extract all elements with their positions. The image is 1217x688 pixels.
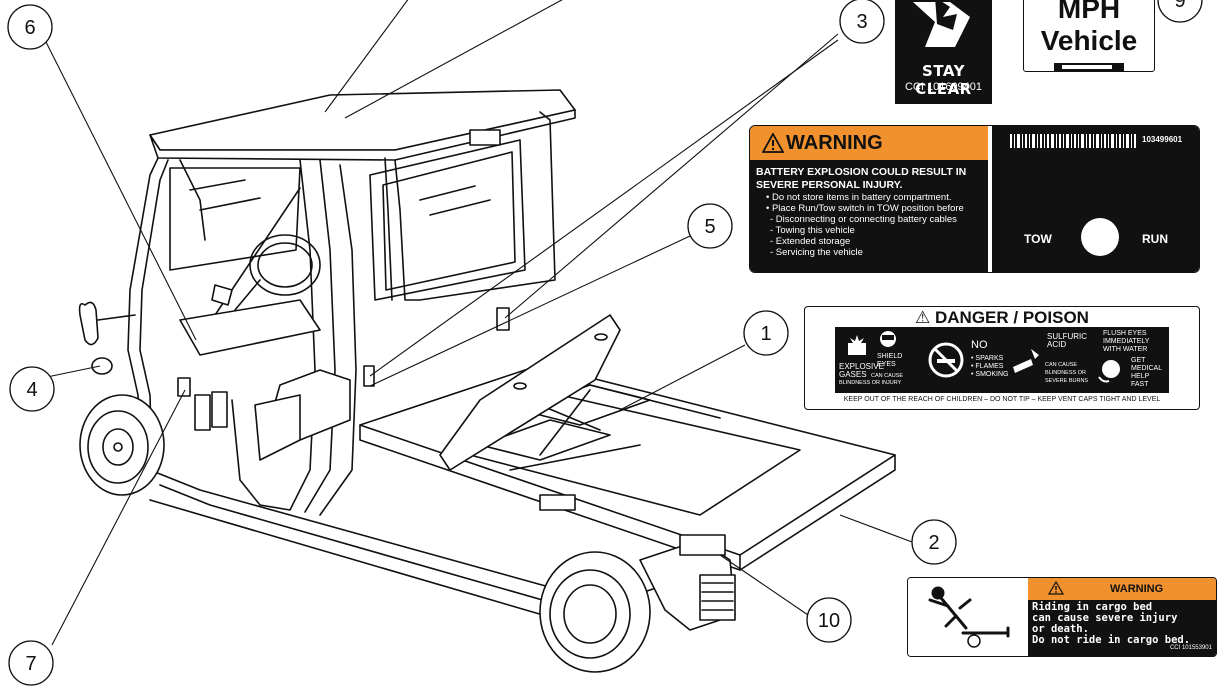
gases-blind-text: BLINDNESS OR INJURY [839,380,902,386]
steering-wheel [179,234,321,356]
stay-clear-text: STAY CLEAR [915,62,972,98]
warning-triangle-icon [1048,581,1064,595]
callout-7: 7 [25,653,36,675]
acid-cause-text: CAN CAUSE [1045,362,1078,368]
battery-divider [988,126,992,272]
flush-text-2: IMMEDIATELY [1103,338,1150,345]
decal-battery-warning: WARNING BATTERY EXPLOSION COULD RESULT I… [749,125,1200,273]
tow-run-panel: 103499601 TOW RUN [992,126,1199,272]
acid-icon [1013,349,1039,373]
riding-warning-header: WARNING [1028,578,1216,600]
acid-blind-text: BLINDNESS OR [1045,370,1086,376]
sulfuric-text: SULFURIC [1047,332,1088,341]
falling-rider-icon [908,578,1028,656]
callout-1: 1 [760,323,771,345]
battery-warning-panel: WARNING BATTERY EXPLOSION COULD RESULT I… [750,126,988,272]
get-text: GET [1131,357,1146,364]
cab-roof [149,89,576,161]
riding-warning-word: WARNING [1110,583,1164,595]
gases-cause-text: CAN CAUSE [871,373,904,379]
riding-code: CCI 101553901 [1169,645,1212,651]
decal-mph-vehicle: MPH Vehicle [1023,0,1155,72]
battery-subitem: - Extended storage [770,236,851,247]
callout-6: 6 [24,17,35,39]
fast-text: FAST [1131,381,1149,388]
callout-4: 4 [26,379,37,401]
eye-wash-icon [1098,360,1120,383]
flames-text: • FLAMES [971,363,1004,370]
tow-label: TOW [1024,232,1052,246]
help-text: HELP [1131,373,1150,380]
barcode-icon [1010,134,1136,148]
explosion-icon [848,335,866,355]
shield-eyes-text: SHIELD EYES [877,353,903,368]
chassis [149,469,736,631]
explosive-text: EXPLOSIVE [839,362,884,371]
acid-burns-text: SEVERE BURNS [1045,378,1089,384]
sparks-text: • SPARKS [971,355,1004,362]
mph-bar-inner [1062,65,1112,69]
battery-title-1: BATTERY EXPLOSION COULD RESULT IN [756,166,967,178]
no-smoking-icon [928,342,964,378]
callout-5: 5 [704,216,715,238]
mph-text: MPH [1057,0,1121,24]
decal-danger-poison: ⚠ DANGER / POISON SHIELD EYES EXPLOSIVE … [804,306,1200,410]
rear-wheel [539,551,651,673]
battery-item: • Place Run/Tow switch in TOW position b… [766,203,964,214]
battery-subitem: - Servicing the vehicle [770,247,863,258]
callout-3: 3 [856,11,867,33]
danger-header: ⚠ DANGER / POISON [915,308,1089,327]
battery-lid [439,314,621,471]
decal-stay-clear: STAY CLEAR CCI 101609401 [895,0,992,104]
smoking-text: • SMOKING [971,371,1009,378]
callout-10: 10 [818,610,840,632]
battery-warning-body: BATTERY EXPLOSION COULD RESULT IN SEVERE… [756,166,986,258]
battery-warning-word: WARNING [786,132,883,154]
battery-subitem: - Disconnecting or connecting battery ca… [770,214,957,225]
run-label: RUN [1142,232,1168,246]
tow-run-switch-icon [1081,218,1119,256]
callout-9: 9 [1174,0,1185,12]
callout-circles [7,0,1203,686]
cab-frame [78,111,556,516]
vehicle-text: Vehicle [1040,25,1138,56]
danger-band: SHIELD EYES EXPLOSIVE GASES CAN CAUSE BL… [835,327,1169,393]
riding-line-3: or death. [1032,623,1089,635]
riding-line-4: Do not ride in cargo bed. [1032,634,1191,646]
barcode-number: 103499601 [1142,135,1183,144]
battery-warning-header: WARNING [750,126,988,160]
riding-line-2: can cause severe injury [1032,612,1178,624]
acid-text: ACID [1047,340,1067,349]
danger-footer: KEEP OUT OF THE REACH OF CHILDREN – DO N… [843,396,1161,403]
flush-text-1: FLUSH EYES [1103,330,1147,337]
riding-warning-body: Riding in cargo bed can cause severe inj… [1028,600,1216,656]
no-text: NO [971,339,988,351]
battery-subitem: - Towing this vehicle [770,225,855,236]
medical-text: MEDICAL [1131,365,1163,372]
warning-triangle-icon [762,133,784,153]
riding-line-1: Riding in cargo bed [1032,601,1153,613]
front-wheel [79,357,165,496]
seat [194,369,351,461]
leader-lines [45,0,913,646]
flush-text-3: WITH WATER [1103,346,1148,353]
battery-title-2: SEVERE PERSONAL INJURY. [756,179,903,191]
decal-riding-warning: WARNING Riding in cargo bed can cause se… [907,577,1217,657]
battery-item: • Do not store items in battery compartm… [766,192,952,203]
stay-clear-code: CCI 101609401 [904,81,983,93]
callout-2: 2 [928,532,939,554]
hand-hazard-icon [913,0,970,47]
face-shield-icon [880,331,896,347]
gases-text: GASES [839,370,867,379]
